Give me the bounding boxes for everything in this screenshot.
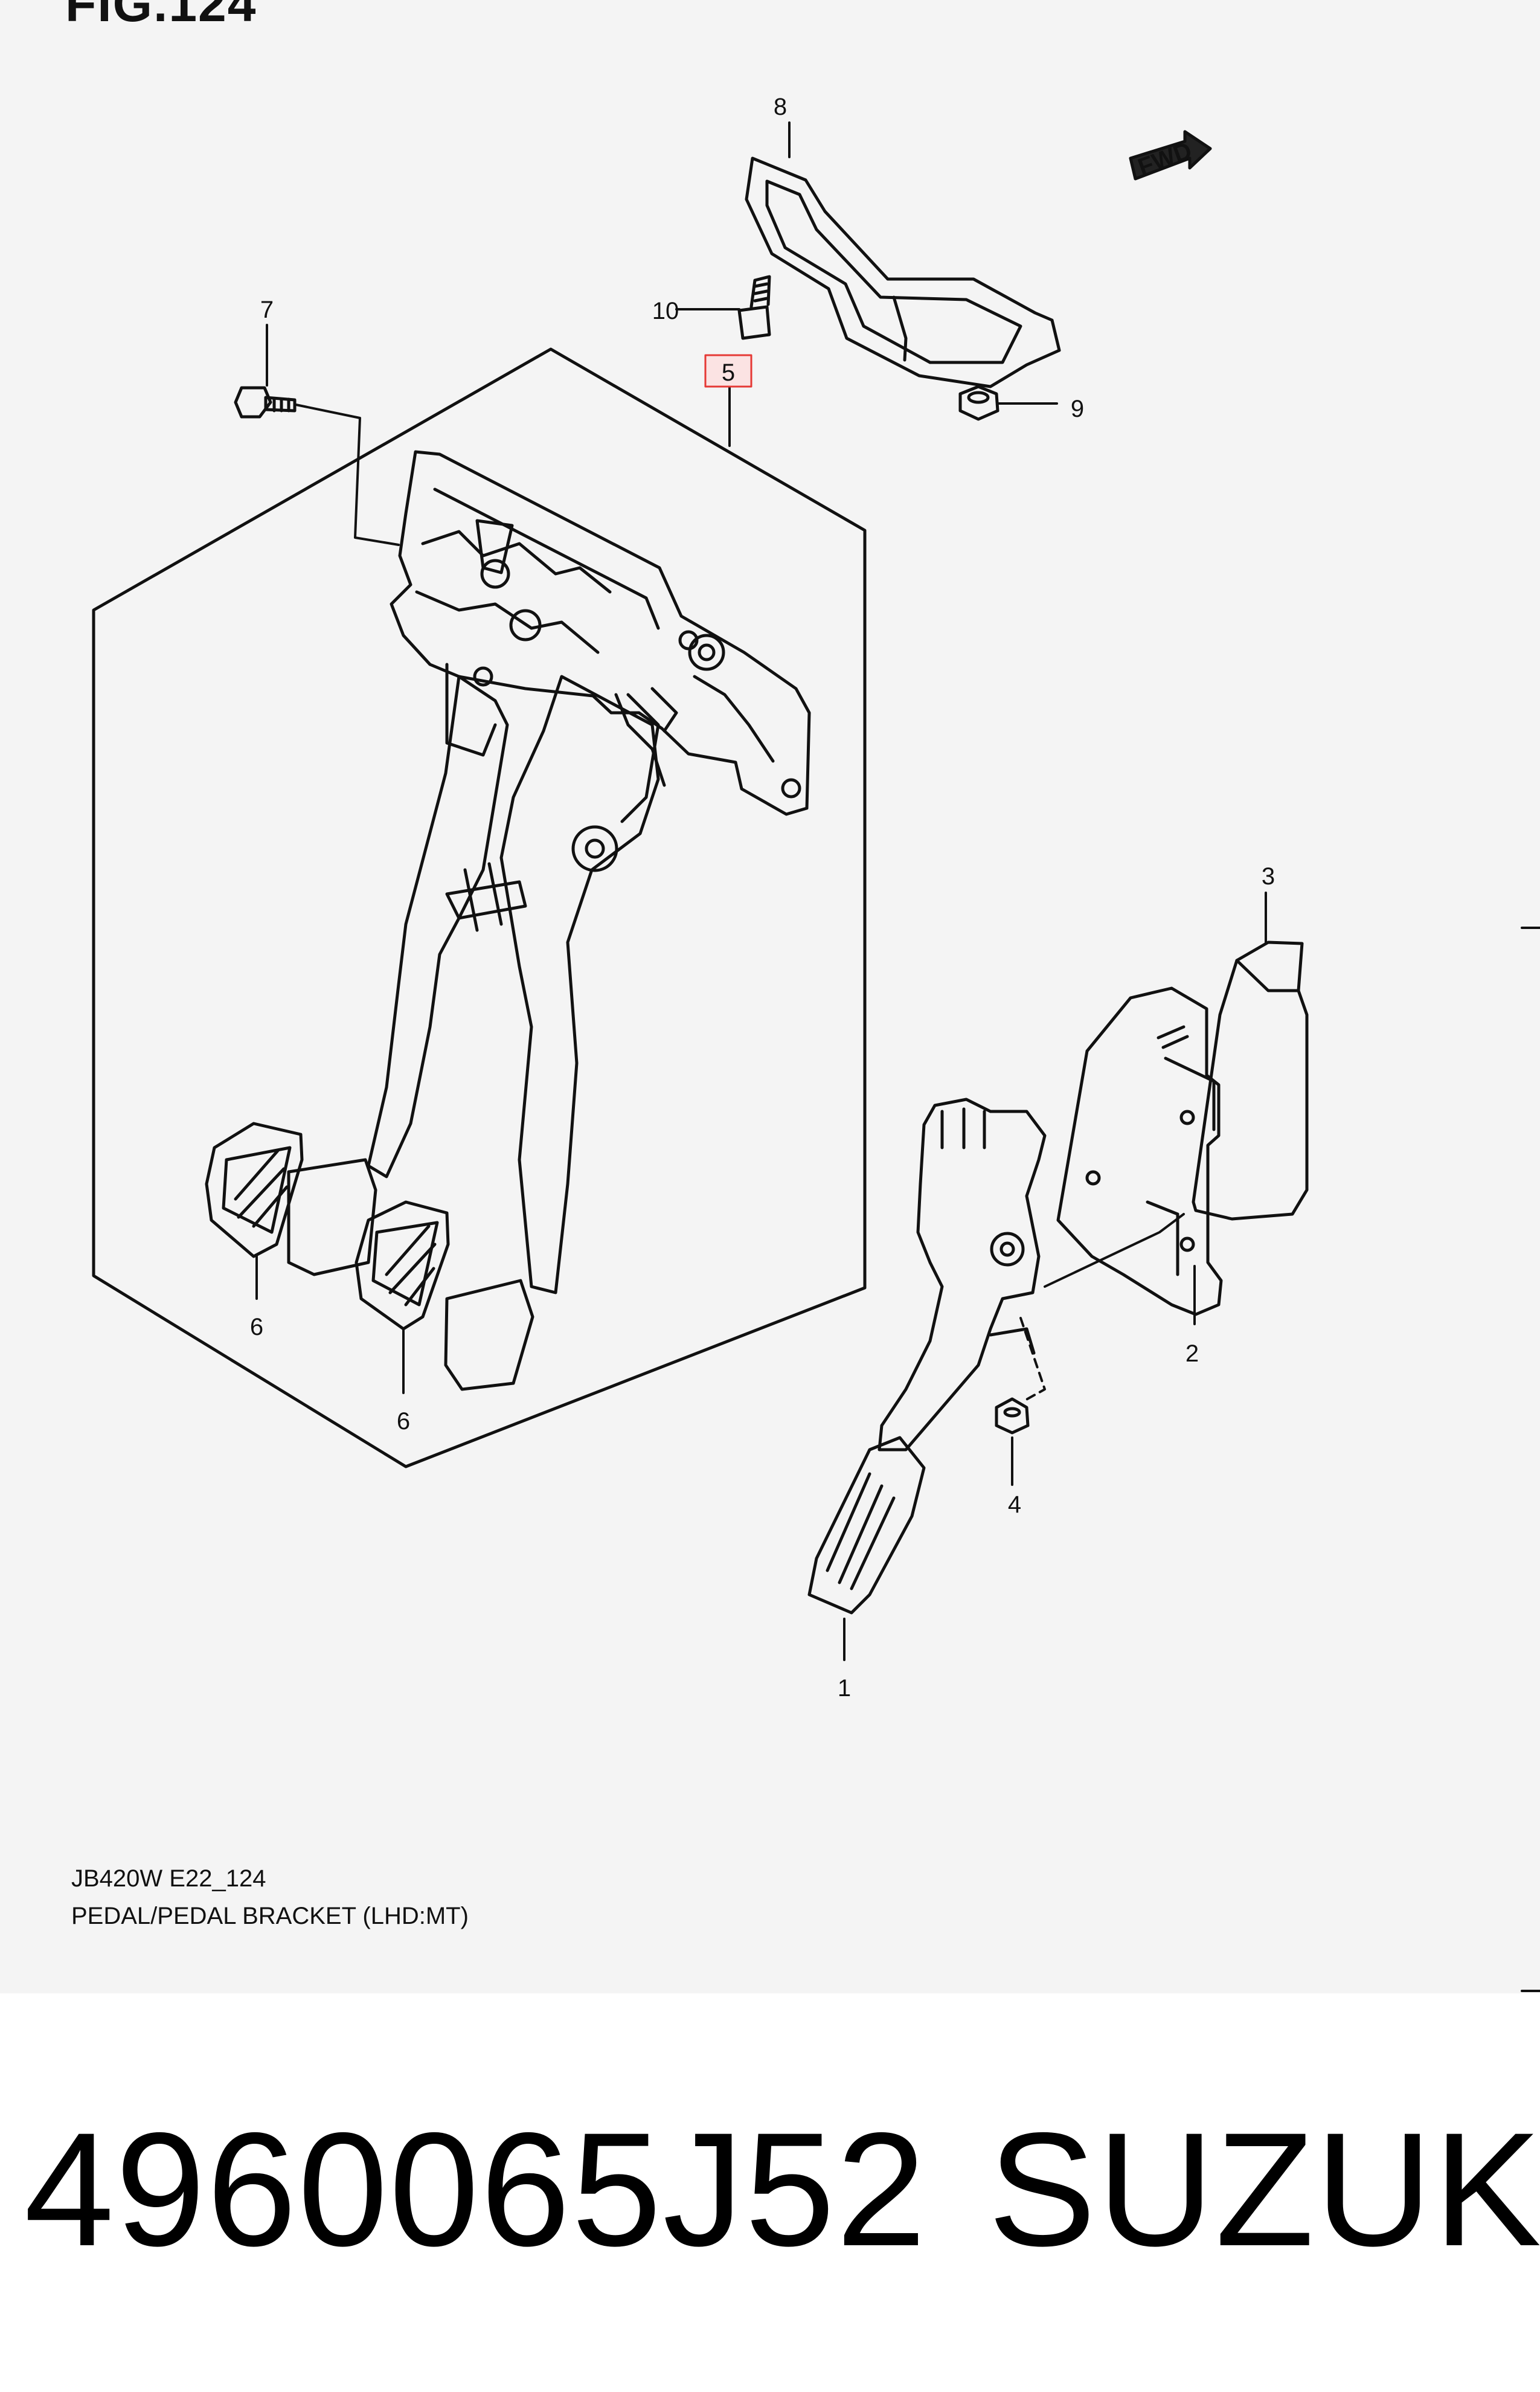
part-number: 4960065J52 — [24, 2098, 928, 2280]
figure-title: FIG.124 — [65, 0, 257, 32]
callout-8: 8 — [774, 94, 787, 120]
callout-2: 2 — [1185, 1340, 1199, 1367]
bolt-10 — [737, 275, 771, 340]
nut-4 — [995, 1397, 1030, 1435]
accelerator-cover-3 — [1192, 940, 1309, 1221]
fwd-arrow-icon — [1129, 130, 1212, 181]
callout-1: 1 — [838, 1675, 851, 1702]
brand-name: SUZUKI — [988, 2098, 1540, 2280]
diagram-caption: PEDAL/PEDAL BRACKET (LHD:MT) — [71, 1903, 469, 1929]
foot-rest-8 — [745, 156, 1061, 388]
callout-5: 5 — [722, 359, 735, 386]
brake-pedal-arm — [499, 675, 660, 1294]
callout-6-right: 6 — [397, 1408, 410, 1435]
pedal-bracket-drawing — [390, 450, 811, 816]
leader-lines — [255, 121, 1540, 1992]
clutch-pedal-arm — [367, 675, 527, 1178]
callout-6-left: 6 — [250, 1314, 263, 1340]
diagram-panel: FIG.124 — [0, 0, 1540, 1993]
pedal-pad-cover-left — [205, 1122, 304, 1258]
brake-pedal-pad — [444, 1279, 534, 1391]
diagram-code: JB420W E22_124 — [71, 1865, 266, 1892]
callout-5-highlight — [704, 354, 752, 388]
clutch-pedal-pad — [287, 1158, 377, 1276]
fwd-label: FWD — [1135, 137, 1196, 181]
callout-9: 9 — [1071, 396, 1084, 422]
assembly-frame — [92, 347, 867, 1468]
bolt-7 — [234, 386, 297, 419]
callout-3: 3 — [1262, 863, 1275, 890]
accelerator-pedal-1 — [807, 1098, 1047, 1615]
callout-10: 10 — [652, 298, 679, 324]
callout-4: 4 — [1008, 1491, 1021, 1518]
parts-diagram: 8 10 9 7 5 3 2 4 1 6 6 FWD — [92, 94, 1540, 1992]
nut-9 — [958, 385, 999, 421]
accelerator-bracket-2 — [1056, 986, 1223, 1316]
pedal-pad-cover-right — [355, 1200, 450, 1331]
callout-7: 7 — [260, 297, 274, 323]
